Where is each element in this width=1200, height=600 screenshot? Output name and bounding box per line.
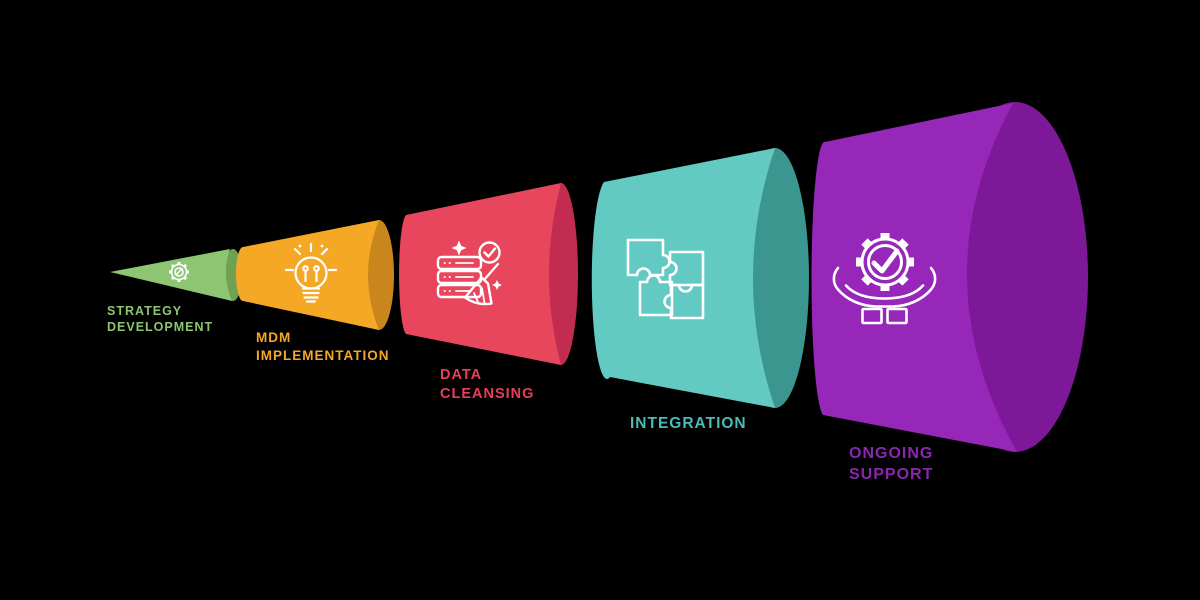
label-line-1: ONGOING bbox=[849, 445, 934, 462]
stage-body bbox=[811, 103, 1017, 452]
funnel-stage-mdm-implementation bbox=[236, 220, 394, 330]
lightbulb-icon bbox=[284, 242, 338, 303]
stage-label-strategy-development: STRATEGY DEVELOPMENT bbox=[107, 303, 213, 336]
funnel-stage-ongoing-support bbox=[811, 102, 1088, 452]
funnel-stage-strategy-development bbox=[110, 249, 242, 301]
stage-face bbox=[364, 220, 394, 330]
stage-face bbox=[544, 183, 578, 365]
stage-body bbox=[236, 220, 379, 330]
gear-icon bbox=[169, 262, 189, 282]
funnel-stage-data-cleansing bbox=[399, 183, 578, 365]
puzzle-icon bbox=[626, 238, 705, 320]
label-line-1: DATA bbox=[440, 367, 483, 383]
sparkle-shape bbox=[451, 240, 467, 256]
hands-gear-icon bbox=[832, 233, 937, 325]
stage-body bbox=[591, 148, 775, 408]
label-line-2: IMPLEMENTATION bbox=[256, 347, 390, 363]
sparkle-shape bbox=[492, 280, 502, 290]
stage-label-mdm-implementation: MDM IMPLEMENTATION bbox=[256, 329, 390, 364]
stage-label-integration: INTEGRATION bbox=[630, 414, 747, 434]
label-line-1: STRATEGY bbox=[107, 304, 183, 318]
label-line-1: MDM bbox=[256, 330, 292, 345]
stage-body bbox=[110, 249, 232, 301]
stage-label-ongoing-support: ONGOING SUPPORT bbox=[849, 444, 933, 486]
label-line-1: INTEGRATION bbox=[630, 415, 747, 432]
label-line-2: DEVELOPMENT bbox=[107, 320, 214, 335]
label-line-2: SUPPORT bbox=[849, 465, 934, 483]
funnel-stage-integration bbox=[591, 148, 809, 408]
database-cleaning-icon bbox=[436, 240, 502, 306]
label-line-2: CLEANSING bbox=[440, 385, 535, 402]
stage-label-data-cleansing: DATA CLEANSING bbox=[440, 366, 534, 404]
